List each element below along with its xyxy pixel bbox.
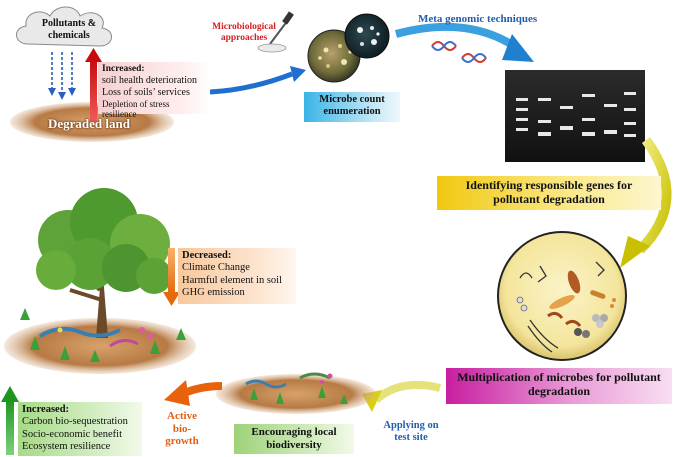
microbe-culture-icon xyxy=(497,231,627,361)
flow-arrow-icon xyxy=(164,380,223,406)
decreased-effects-box: Decreased: Climate Change Harmful elemen… xyxy=(178,248,296,304)
increased-benefit-item: Socio-economic benefit xyxy=(22,428,123,440)
flow-arrow-icon xyxy=(394,22,534,62)
increased-benefit-item: Carbon bio-sequestration xyxy=(22,416,128,428)
encouraging-biodiversity-box: Encouraging local biodiversity xyxy=(234,424,354,454)
metagenomic-label: Meta genomic techniques xyxy=(418,13,538,25)
active-biogrowth-label: Active bio-growth xyxy=(165,410,199,448)
pipette-icon xyxy=(257,11,294,53)
healthy-tree-icon xyxy=(4,188,196,374)
flow-arrow-icon xyxy=(620,137,672,268)
pollutants-label: Pollutants & chemicals xyxy=(41,18,97,41)
applying-test-site-label: Applying on test site xyxy=(383,420,439,444)
degradation-effect-item: Depletion of stress resilience xyxy=(102,98,170,120)
identifying-genes-box: Identifying responsible genes for pollut… xyxy=(437,176,661,210)
pollution-drip-icon xyxy=(48,52,76,100)
degradation-effect-item: soil health deterioration xyxy=(102,75,197,87)
degradation-effects-title: Increased: xyxy=(102,64,145,74)
pollutant-cloud-icon xyxy=(16,6,112,47)
decreased-effects-title: Decreased: xyxy=(182,250,232,261)
increased-benefit-item: Ecosystem resilience xyxy=(22,441,111,453)
decreased-effect-item: GHG emission xyxy=(182,287,245,299)
decreased-effect-item: Harmful element in soil xyxy=(182,274,283,286)
flow-arrow-icon xyxy=(209,66,306,95)
microbe-count-box: Microbe count enumeration xyxy=(304,92,400,122)
increase-arrow-icon xyxy=(85,48,102,122)
microbiological-approaches-label: Microbiological approaches xyxy=(212,22,276,43)
degraded-land-label: Degraded land xyxy=(48,116,130,131)
decrease-arrow-icon xyxy=(163,248,180,306)
increased-benefits-title: Increased: xyxy=(22,404,70,415)
degradation-effect-item: Loss of soils’ services xyxy=(102,87,190,98)
dna-icon xyxy=(431,41,487,63)
degradation-effects-box: Increased: soil health deterioration Los… xyxy=(98,62,210,119)
increased-benefits-box: Increased: Carbon bio-sequestration Soci… xyxy=(18,402,142,456)
decreased-effect-item: Climate Change xyxy=(182,262,250,274)
test-site-soil-icon xyxy=(216,372,376,414)
increase-arrow-icon xyxy=(1,386,19,455)
petri-dish-icon xyxy=(307,13,390,83)
gel-electrophoresis-icon xyxy=(505,70,645,162)
multiplication-box: Multiplication of microbes for pollutant… xyxy=(446,368,672,404)
